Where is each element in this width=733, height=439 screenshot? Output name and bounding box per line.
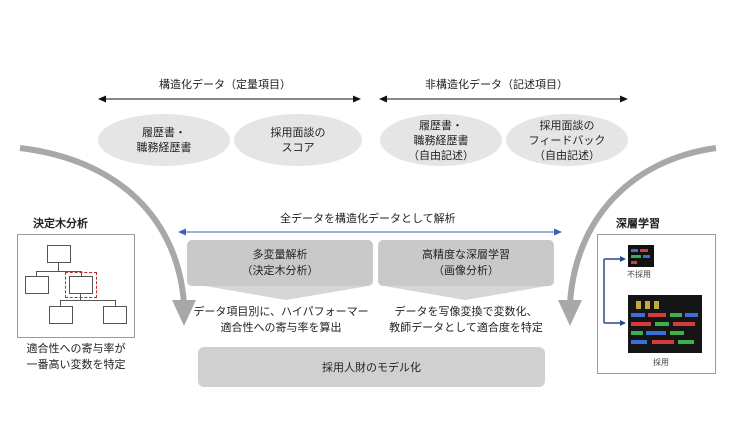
structured-data-label: 構造化データ（定量項目） [159,78,291,91]
ellipse-resume-structured: 履歴書・ 職務経歴書 [98,114,230,166]
deep-learning-graphic [603,245,702,353]
tree-connector [36,271,82,272]
ellipse-resume-freetext: 履歴書・ 職務経歴書 （自由記述） [380,114,502,166]
left-curve-arrowhead [172,300,196,326]
tree-root-node [47,245,71,263]
method-box-deep-learning: 高精度な深層学習 （画像分析） [378,240,554,286]
ellipse-line: 職務経歴書 [413,133,469,147]
method-note-deep-learning: データを写像変換で変数化、 教師データとして適合度を特定 [376,304,556,336]
method-note-multivariate: データ項目別に、ハイパフォーマー 適合性への寄与率を算出 [186,304,376,336]
deep-learning-title: 深層学習 [616,217,660,230]
note-line: 適合性への寄与率を算出 [220,321,342,334]
method-line: 高精度な深層学習 [422,248,510,261]
method-box-multivariate: 多変量解析 （決定木分析） [187,240,373,286]
left-curve-arrow [19,145,187,305]
tree-leaf-node [49,306,73,324]
ellipse-line: 履歴書・ [142,126,186,139]
method-pointer-left [205,286,368,300]
analysis-label: 全データを構造化データとして解析 [280,212,456,225]
deep-learning-panel: 不採用 採用 [597,234,716,374]
tree-connector [60,300,61,306]
accept-label: 採用 [653,358,669,367]
tree-connector [115,300,116,306]
ellipse-line: 採用面談の [270,126,326,139]
model-bar: 採用人財のモデル化 [198,347,545,387]
note-line: 教師データとして適合度を特定 [389,321,543,334]
decision-tree-title: 決定木分析 [33,217,88,230]
tree-connector [58,262,59,271]
ellipse-interview-feedback: 採用面談の フィードバック （自由記述） [506,114,628,166]
note-line: データ項目別に、ハイパフォーマー [193,305,369,318]
caption-line: 適合性への寄与率が [26,342,126,355]
ellipse-interview-score: 採用面談の スコア [234,114,362,166]
right-curve-arrow [567,145,717,305]
method-line: （決定木分析） [241,264,319,277]
reject-label: 不採用 [627,270,651,279]
ellipse-line: 採用面談の [539,118,595,132]
ellipse-line: スコア [281,141,315,154]
method-line: （画像分析） [433,264,499,277]
ellipse-line: （自由記述） [408,148,474,162]
unstructured-data-label: 非構造化データ（記述項目） [425,78,568,91]
reject-image [628,245,654,267]
tree-leaf-node [103,306,127,324]
right-curve-arrowhead [558,300,582,326]
note-line: データを写像変換で変数化、 [394,305,538,318]
tree-connector [36,271,37,276]
decision-tree-caption: 適合性への寄与率が 一番高い変数を特定 [10,341,142,373]
tree-highlighted-node [65,272,97,298]
ellipse-line: フィードバック [528,133,606,147]
method-line: 多変量解析 [252,248,308,261]
tree-connector [81,271,82,276]
tree-connector [60,300,116,301]
tree-connector [80,293,81,300]
accept-image [628,295,702,353]
decision-tree-panel [17,234,135,338]
ellipse-line: 履歴書・ [419,118,463,132]
tree-left-node [25,276,49,294]
caption-line: 一番高い変数を特定 [26,358,126,371]
method-pointer-right [384,286,547,300]
ellipse-line: （自由記述） [534,148,600,162]
model-label: 採用人財のモデル化 [322,361,421,374]
ellipse-line: 職務経歴書 [136,141,192,154]
